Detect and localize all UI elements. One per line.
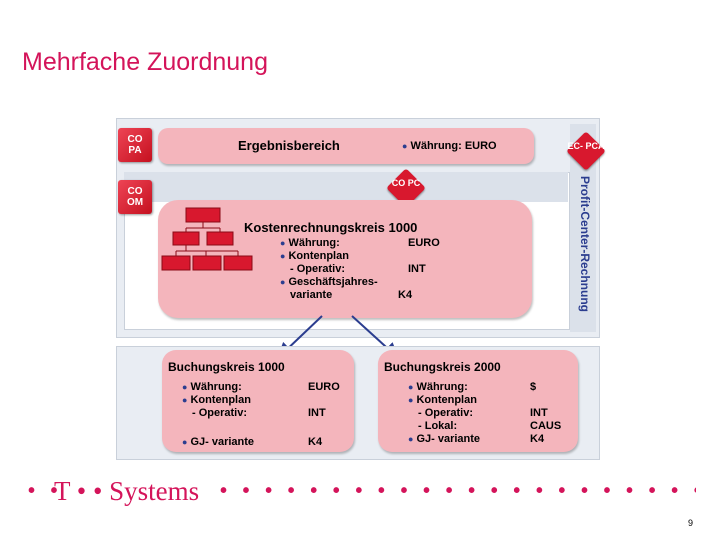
page-number: 9 xyxy=(688,518,694,528)
buchungskreis-1000-box: Buchungskreis 1000 Währung:EURO Kontenpl… xyxy=(162,350,354,452)
bk2000-row: Kontenplan xyxy=(408,394,574,407)
ergebnisbereich-box: Ergebnisbereich Währung: EURO xyxy=(158,128,534,164)
krk-row: Geschäftsjahres- xyxy=(280,276,480,289)
inner-strip-om xyxy=(124,172,568,202)
footer-dots-left: • • xyxy=(28,480,63,502)
bk1000-row: Währung:EURO xyxy=(182,381,348,394)
bk1000-name: Buchungskreis 1000 xyxy=(168,360,285,374)
co-pa-badge: CO PA xyxy=(118,128,152,162)
buchungskreis-2000-box: Buchungskreis 2000 Währung:$ Kontenplan … xyxy=(378,350,578,452)
slide-title: Mehrfache Zuordnung xyxy=(22,48,268,76)
bk2000-row: Währung:$ xyxy=(408,381,574,394)
bk1000-rows: Währung:EURO Kontenplan - Operativ:INT G… xyxy=(182,381,348,449)
org-chart-icon xyxy=(161,207,253,271)
bk2000-rows: Währung:$ Kontenplan - Operativ:INT - Lo… xyxy=(408,381,574,446)
bk1000-row: - Operativ:INT xyxy=(192,407,326,419)
co-pc-label: CO PC xyxy=(391,178,421,188)
ergebnisbereich-name: Ergebnisbereich xyxy=(238,138,340,153)
ec-pca-label: EC- PCA xyxy=(567,141,605,151)
profit-center-label: Profit-Center-Rechnung xyxy=(578,176,592,312)
bk2000-name: Buchungskreis 2000 xyxy=(384,360,501,374)
krk-row: Kontenplan xyxy=(280,250,480,263)
kostenrechnungskreis-rows: Währung:EURO Kontenplan - Operativ:INT G… xyxy=(280,237,480,302)
bk2000-row: - Lokal:CAUS xyxy=(418,420,562,432)
kostenrechnungskreis-name: Kostenrechnungskreis 1000 xyxy=(244,220,418,235)
ergebnisbereich-currency: Währung: EURO xyxy=(402,140,496,153)
bk1000-row: Kontenplan xyxy=(182,394,348,407)
bk2000-row: - Operativ:INT xyxy=(418,407,548,419)
krk-row: - Operativ:INT xyxy=(290,263,426,275)
co-om-badge: CO OM xyxy=(118,180,152,214)
footer-dots-right: • • • • • • • • • • • • • • • • • • • • … xyxy=(220,480,696,502)
t-systems-logo: T • • Systems xyxy=(54,476,200,506)
krk-row: Währung:EURO xyxy=(280,237,480,250)
